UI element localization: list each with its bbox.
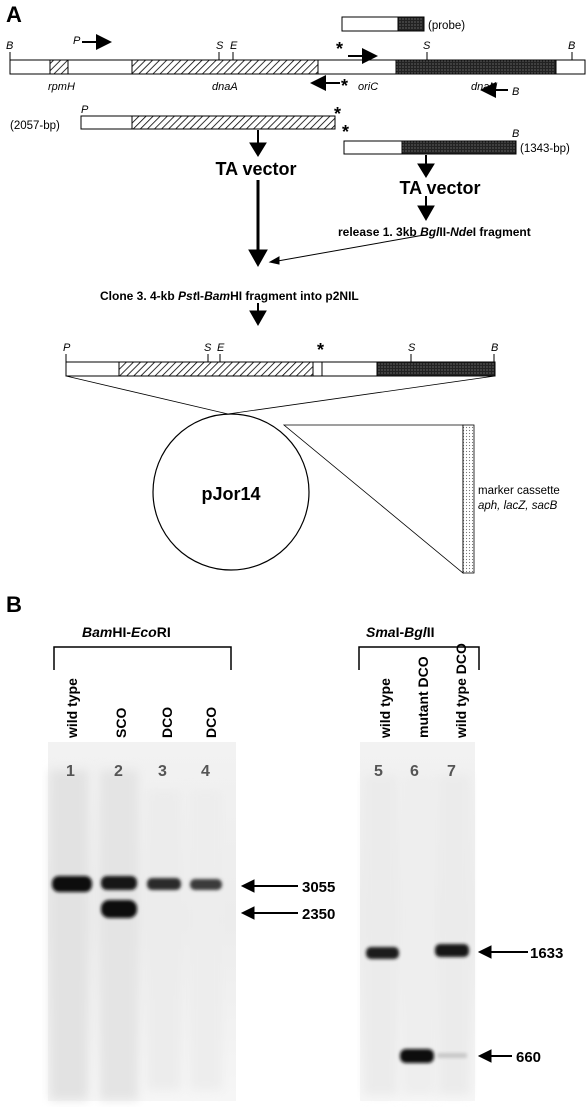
lane-label-6: mutant DCO	[415, 656, 431, 738]
site-b-right: B	[568, 40, 575, 52]
frag-right-star: *	[342, 122, 349, 142]
marker-cassette	[282, 424, 475, 574]
plasmid-circle	[152, 413, 310, 571]
lane-number-5: 5	[374, 763, 383, 780]
gene-dnaa: dnaA	[212, 81, 238, 93]
band-arrows-right	[477, 945, 528, 1063]
lane-number-6: 6	[410, 763, 419, 780]
construct-e: E	[217, 342, 225, 354]
fragment-right	[343, 140, 517, 155]
band-size-1633: 1633	[530, 945, 563, 962]
digest-left: BamHI-EcoRI	[82, 624, 171, 640]
ta-vector-left: TA vector	[215, 159, 296, 179]
probe-label: (probe)	[428, 20, 465, 32]
lane-label-1: wild type	[64, 678, 80, 739]
ta-vector-right: TA vector	[399, 178, 480, 198]
lane-number-3: 3	[158, 763, 167, 780]
gene-rpmh: rpmH	[48, 81, 75, 93]
star-primer-forward: *	[336, 39, 343, 59]
projection-lines	[65, 375, 496, 415]
panel-b-label: B	[6, 592, 22, 617]
digest-right: SmaI-BglII	[366, 624, 434, 640]
marker-title: marker cassette	[478, 485, 560, 497]
frag-right-size: (1343-bp)	[520, 143, 570, 155]
frag-left-size: (2057-bp)	[10, 120, 60, 132]
frag-left-p: P	[81, 104, 89, 116]
site-b-primer: B	[512, 86, 519, 98]
band-arrows-left	[240, 879, 298, 920]
bracket-left	[53, 646, 232, 670]
site-b-left: B	[6, 40, 13, 52]
lane-label-4: DCO	[203, 707, 219, 738]
gene-oric: oriC	[358, 81, 378, 93]
blot-right	[360, 742, 475, 1101]
release-text: release 1. 3kb BglII-NdeI fragment	[338, 225, 531, 239]
blot-right-bands	[366, 944, 469, 1063]
site-s2-main: S	[423, 40, 431, 52]
clone-text: Clone 3. 4-kb PstI-BamHI fragment into p…	[100, 289, 359, 303]
blot-left-bands	[52, 876, 222, 918]
lane-number-1: 1	[66, 763, 75, 780]
star-primer-reverse: *	[341, 76, 348, 96]
band-lane7-1633	[435, 944, 469, 957]
flow-arrows	[248, 130, 435, 327]
panel-a-label: A	[6, 2, 22, 27]
band-lane7-660-faint	[437, 1053, 467, 1058]
lane-number-7: 7	[447, 763, 456, 780]
band-lane2-3055	[101, 876, 137, 890]
construct-map	[65, 361, 496, 377]
lane-number-4: 4	[201, 763, 210, 780]
site-e-main: E	[230, 40, 238, 52]
chromosome-map	[9, 59, 586, 75]
lane-label-5: wild type	[377, 678, 393, 739]
band-size-660: 660	[516, 1049, 541, 1066]
frag-left-star: *	[334, 104, 341, 124]
lane-label-7: wild type DCO	[453, 643, 469, 739]
band-lane3-3055	[147, 878, 181, 890]
plasmid-name: pJor14	[201, 484, 260, 504]
lane-number-2: 2	[114, 763, 123, 780]
site-p-primer: P	[73, 35, 81, 47]
lane-label-2: SCO	[113, 708, 129, 738]
lane-label-3: DCO	[159, 707, 175, 738]
probe-box	[341, 16, 425, 32]
site-ticks-construct	[65, 354, 495, 362]
band-lane5-1633	[366, 947, 399, 959]
site-ticks-main	[9, 52, 573, 60]
band-size-2350: 2350	[302, 906, 335, 923]
fragment-left	[80, 115, 336, 130]
band-lane1-3055	[52, 876, 92, 892]
blot-left	[48, 742, 236, 1101]
construct-star: *	[317, 340, 324, 360]
frag-right-b: B	[512, 128, 519, 140]
site-s-main: S	[216, 40, 224, 52]
construct-s2: S	[408, 342, 416, 354]
gene-dnan: dnaN	[471, 81, 497, 93]
construct-p: P	[63, 342, 71, 354]
bracket-right	[358, 646, 480, 670]
marker-genes: aph, lacZ, sacB	[478, 500, 558, 512]
band-lane4-3055	[190, 879, 222, 890]
band-lane6-660	[400, 1049, 434, 1063]
band-size-3055: 3055	[302, 879, 335, 896]
band-lane2-2350	[101, 900, 137, 918]
construct-s: S	[204, 342, 212, 354]
construct-b: B	[491, 342, 498, 354]
